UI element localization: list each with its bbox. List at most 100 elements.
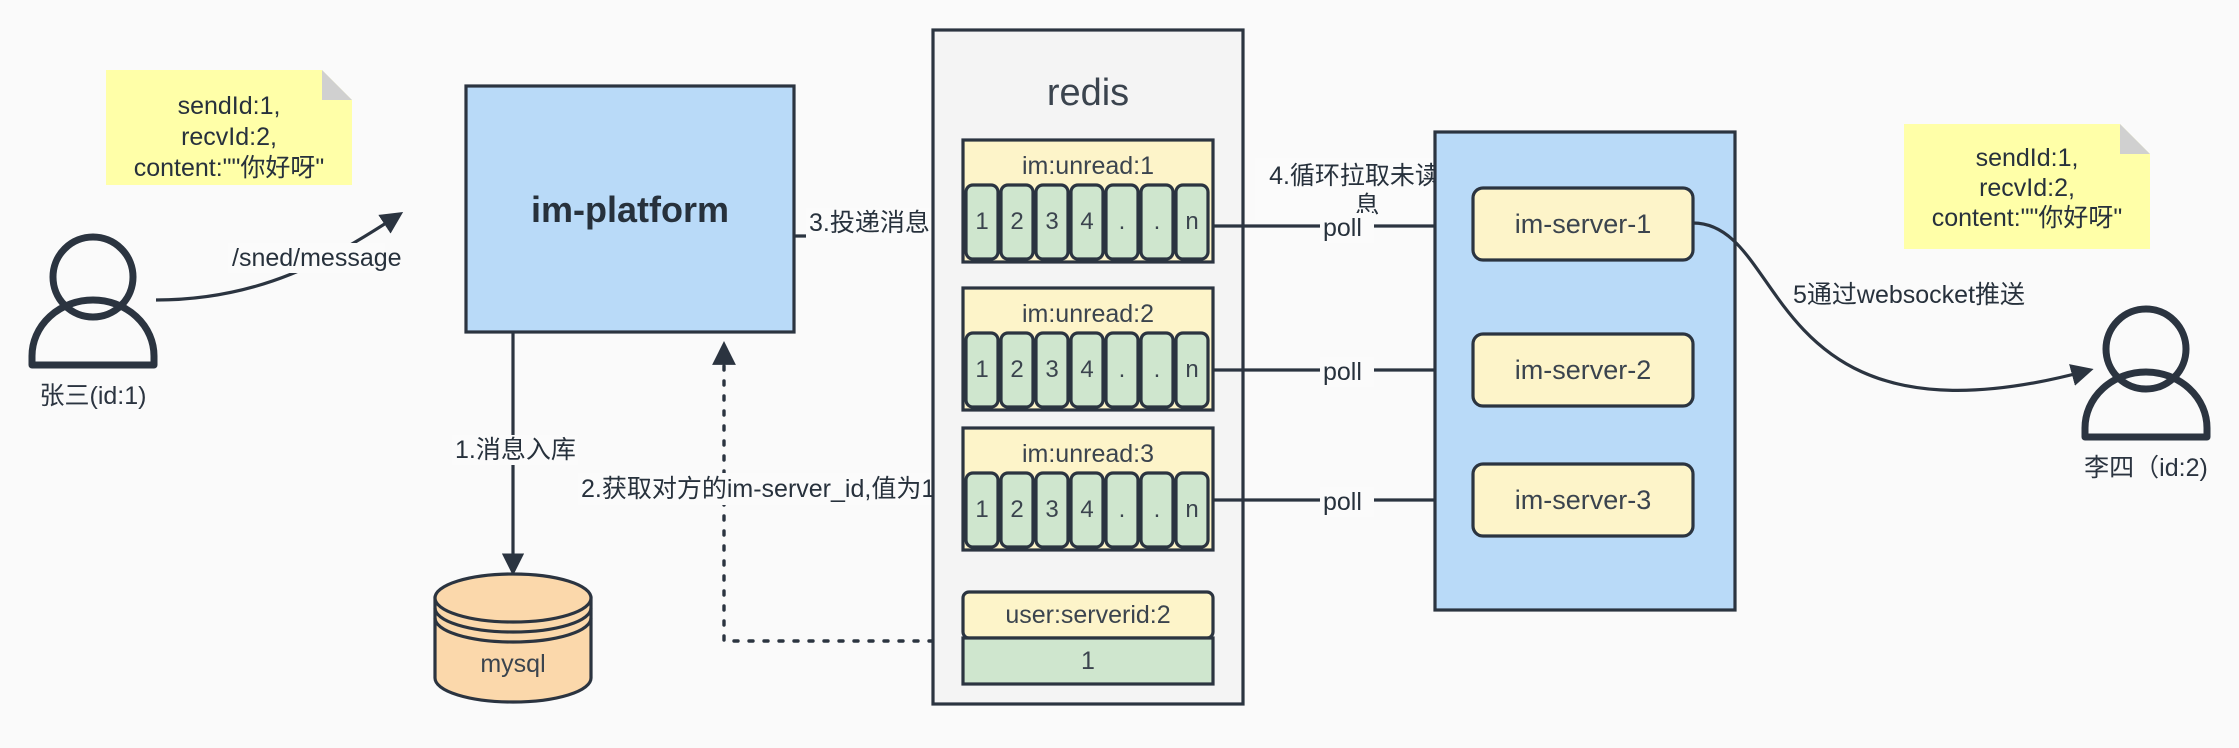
left-note-fold-icon — [322, 70, 352, 100]
queue-cell-label: 2 — [1010, 496, 1023, 523]
edge-step1-persist: 1.消息入库 — [452, 332, 578, 576]
queue-cell[interactable] — [1034, 471, 1070, 549]
queue-cell-label: 4 — [1080, 356, 1093, 383]
queue-cell[interactable] — [964, 471, 1000, 549]
step1-label: 1.消息入库 — [455, 436, 576, 464]
mysql-top-disc — [433, 572, 593, 624]
im-server-1-label: im-server-1 — [1515, 209, 1652, 239]
person-head-icon — [49, 233, 137, 321]
queue-cell[interactable] — [1034, 331, 1070, 409]
queue-cell-label: n — [1185, 356, 1198, 383]
queue-cell-label: 1 — [975, 356, 988, 383]
queue-cell[interactable] — [1069, 331, 1105, 409]
queue-cell[interactable] — [999, 331, 1035, 409]
im-server-2-rect[interactable] — [1471, 332, 1695, 408]
queue-1-key: im:unread:1 — [1022, 152, 1154, 180]
queue-cell[interactable] — [964, 331, 1000, 409]
left-note-line-3: content:""你好呀" — [134, 154, 325, 182]
im-server-3-label: im-server-3 — [1515, 485, 1652, 515]
poll-1-label: poll — [1323, 214, 1362, 242]
step3-label: 3.投递消息 — [809, 209, 930, 237]
step2-label-bg — [578, 473, 950, 505]
queue-cell-label: . — [1154, 496, 1161, 523]
queue-cell-label: n — [1185, 208, 1198, 235]
queue-cell-label: 3 — [1045, 208, 1058, 235]
step4-label-line-1: 4.循环拉取未读消 — [1269, 162, 1465, 190]
queue-cell[interactable] — [1139, 331, 1175, 409]
step5-arrow — [1692, 221, 2094, 392]
queue-cell[interactable] — [1104, 183, 1140, 261]
redis-queue-1[interactable]: im:unread:1 1 2 3 4 . . n — [961, 138, 1215, 264]
edge-poll-1: poll — [1213, 213, 1474, 243]
im-platform-box[interactable]: im-platform — [464, 84, 796, 334]
redis-queue-2[interactable]: im:unread:2 1 2 3 4 . . n — [961, 286, 1215, 412]
queue-cell[interactable] — [1034, 183, 1070, 261]
user-serverid-key: user:serverid:2 — [1005, 601, 1170, 629]
im-server-3[interactable]: im-server-3 — [1471, 462, 1695, 538]
redis-queue-3[interactable]: im:unread:3 1 2 3 4 . . n — [961, 426, 1215, 552]
queue-cell[interactable] — [1174, 331, 1210, 409]
queue-cell-label: . — [1154, 208, 1161, 235]
edge-step2-lookup: 2.获取对方的im-server_id,值为1 — [578, 341, 965, 643]
user-serverid-value-cell[interactable] — [961, 636, 1215, 686]
edge-send-message: /sned/message — [155, 211, 404, 302]
queue-cell[interactable] — [999, 183, 1035, 261]
mysql-body[interactable] — [433, 596, 593, 704]
left-user-actor: 张三(id:1) — [28, 233, 158, 410]
queue-cell[interactable] — [1139, 471, 1175, 549]
queue-2-cells: 1 2 3 4 . . n — [964, 331, 1210, 409]
right-note-line-1: sendId:1, — [1976, 144, 2079, 172]
edge-step5-websocket: 5通过websocket推送 — [1692, 221, 2094, 392]
send-message-label-bg — [228, 243, 385, 273]
queue-cell[interactable] — [1174, 471, 1210, 549]
mysql-ring-2 — [433, 617, 593, 644]
im-server-2[interactable]: im-server-2 — [1471, 332, 1695, 408]
queue-cell[interactable] — [1069, 183, 1105, 261]
queue-cell-label: . — [1154, 356, 1161, 383]
left-user-label: 张三(id:1) — [40, 382, 147, 410]
send-message-arrow — [155, 211, 404, 302]
queue-cell-label: 1 — [975, 496, 988, 523]
queue-cell[interactable] — [964, 183, 1000, 261]
queue-3-key: im:unread:3 — [1022, 440, 1154, 468]
queue-cell[interactable] — [1139, 183, 1175, 261]
step2-dotted-arrow — [712, 341, 965, 643]
poll-2-label-bg — [1320, 357, 1374, 387]
queue-cell-label: . — [1119, 496, 1126, 523]
queue-cell[interactable] — [1174, 183, 1210, 261]
redis-user-serverid-entry[interactable]: user:serverid:2 1 — [961, 590, 1215, 686]
right-note-fold-icon — [2120, 124, 2150, 154]
queue-cell-label: 2 — [1010, 208, 1023, 235]
im-platform-rect[interactable] — [464, 84, 796, 334]
edge-poll-3: poll — [1213, 487, 1474, 517]
queue-cell[interactable] — [1104, 331, 1140, 409]
user-serverid-value: 1 — [1081, 647, 1095, 675]
right-note: sendId:1, recvId:2, content:""你好呀" — [1904, 124, 2150, 249]
queue-cell-label: 3 — [1045, 496, 1058, 523]
poll-2-label: poll — [1323, 358, 1362, 386]
queue-cell-label: n — [1185, 496, 1198, 523]
queue-cell-label: 2 — [1010, 356, 1023, 383]
queue-cell[interactable] — [1069, 471, 1105, 549]
edge-step3-deliver: 3.投递消息 — [794, 208, 972, 248]
queue-cell[interactable] — [999, 471, 1035, 549]
im-server-cluster: im-server-1 im-server-2 im-server-3 — [1433, 130, 1737, 612]
im-server-1[interactable]: im-server-1 — [1471, 186, 1695, 262]
send-message-label: /sned/message — [232, 244, 402, 272]
mysql-database[interactable]: mysql — [433, 572, 593, 704]
im-server-3-rect[interactable] — [1471, 462, 1695, 538]
queue-cell[interactable] — [1104, 471, 1140, 549]
queue-cell-label: 3 — [1045, 356, 1058, 383]
right-note-line-3: content:""你好呀" — [1932, 204, 2123, 232]
mysql-ring-1 — [433, 607, 593, 634]
person-body-icon — [2081, 368, 2211, 441]
step5-label-bg — [1790, 280, 1990, 310]
queue-3-cells: 1 2 3 4 . . n — [964, 471, 1210, 549]
step1-label-bg — [452, 435, 578, 465]
redis-container: redis im:unread:1 1 2 3 4 . . n — [931, 28, 1245, 706]
step5-label: 5通过websocket推送 — [1793, 281, 2025, 309]
queue-cell-label: 1 — [975, 208, 988, 235]
person-body-icon — [28, 296, 158, 369]
queue-2-key: im:unread:2 — [1022, 300, 1154, 328]
